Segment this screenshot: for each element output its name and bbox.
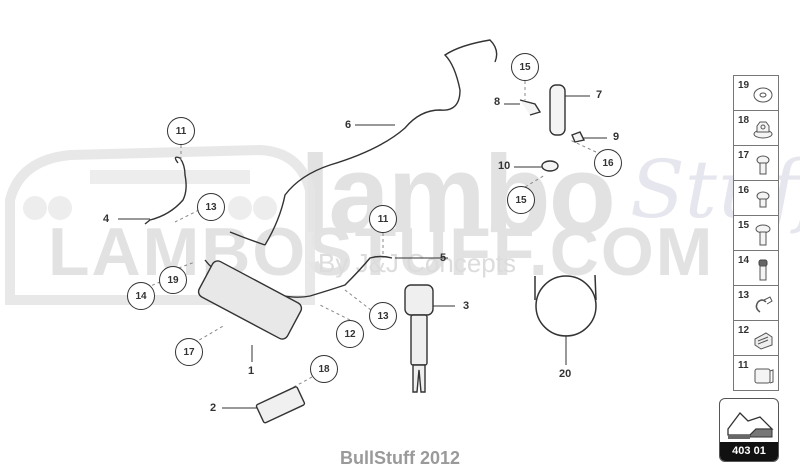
part-label-3[interactable]: 3	[463, 300, 470, 312]
bracket-clip-icon	[754, 332, 773, 350]
part-label-4[interactable]: 4	[103, 213, 110, 225]
hardware-item-11[interactable]: 11	[734, 356, 778, 391]
vehicle-section-icon	[727, 412, 774, 439]
hardware-number: 17	[738, 150, 750, 161]
hardware-item-16[interactable]: 16	[734, 181, 778, 216]
hardware-item-15[interactable]: 15	[734, 216, 778, 251]
hardware-number: 12	[738, 325, 750, 336]
callout-18[interactable]: 18	[310, 355, 338, 383]
hardware-item-14[interactable]: 14	[734, 251, 778, 286]
part-label-5[interactable]: 5	[440, 252, 447, 264]
hardware-number: 15	[738, 220, 750, 231]
clip-icon	[755, 296, 773, 313]
hardware-number: 11	[738, 360, 749, 371]
hardware-item-17[interactable]: 17	[734, 146, 778, 181]
screw-icon	[755, 224, 771, 246]
part-label-6[interactable]: 6	[345, 119, 352, 131]
callout-15-a[interactable]: 15	[511, 53, 539, 81]
hardware-item-13[interactable]: 13	[734, 286, 778, 321]
air-strut-3	[404, 284, 434, 393]
part-label-2[interactable]: 2	[210, 402, 217, 414]
callout-12[interactable]: 12	[336, 320, 364, 348]
part-label-7[interactable]: 7	[596, 89, 603, 101]
accumulator-7	[549, 84, 566, 136]
bolt-icon	[758, 259, 768, 281]
callout-13-b[interactable]: 13	[369, 302, 397, 330]
hardware-number: 14	[738, 255, 750, 266]
footer-credit: BullStuff 2012	[339, 448, 461, 468]
compressor-1	[197, 260, 303, 340]
hardware-number: 19	[738, 80, 750, 91]
screw-icon	[756, 155, 770, 175]
hardware-number: 18	[738, 115, 750, 126]
hardware-number: 16	[738, 185, 750, 196]
hose-loop-20	[535, 275, 597, 337]
part-label-8[interactable]: 8	[494, 96, 501, 108]
flange-nut-icon	[753, 121, 773, 139]
part-label-9[interactable]: 9	[613, 131, 620, 143]
module-2	[255, 386, 306, 424]
callout-14[interactable]: 14	[127, 282, 155, 310]
car-silhouette-watermark	[5, 144, 315, 305]
line-4	[144, 156, 187, 225]
line-6	[264, 39, 498, 246]
washer-icon	[753, 87, 773, 103]
hardware-panel: 19 18 17 16 15 14 13 12 11	[733, 75, 779, 391]
callout-16[interactable]: 16	[594, 149, 622, 177]
callout-11-b[interactable]: 11	[369, 205, 397, 233]
callout-11-a[interactable]: 11	[167, 117, 195, 145]
retainer-clip-icon	[754, 368, 774, 384]
group-reference-box[interactable]: 403 01	[719, 398, 779, 462]
callout-17[interactable]: 17	[175, 338, 203, 366]
hardware-item-18[interactable]: 18	[734, 111, 778, 146]
screw-icon	[756, 191, 770, 208]
part-label-10[interactable]: 10	[498, 160, 511, 172]
hardware-item-12[interactable]: 12	[734, 321, 778, 356]
part-label-20[interactable]: 20	[559, 368, 572, 380]
part-label-1[interactable]: 1	[248, 365, 255, 377]
hardware-item-19[interactable]: 19	[734, 76, 778, 111]
callout-15-b[interactable]: 15	[507, 186, 535, 214]
group-number: 403 01	[720, 442, 778, 461]
hardware-number: 13	[738, 290, 750, 301]
callout-19[interactable]: 19	[159, 266, 187, 294]
callout-13-a[interactable]: 13	[197, 193, 225, 221]
